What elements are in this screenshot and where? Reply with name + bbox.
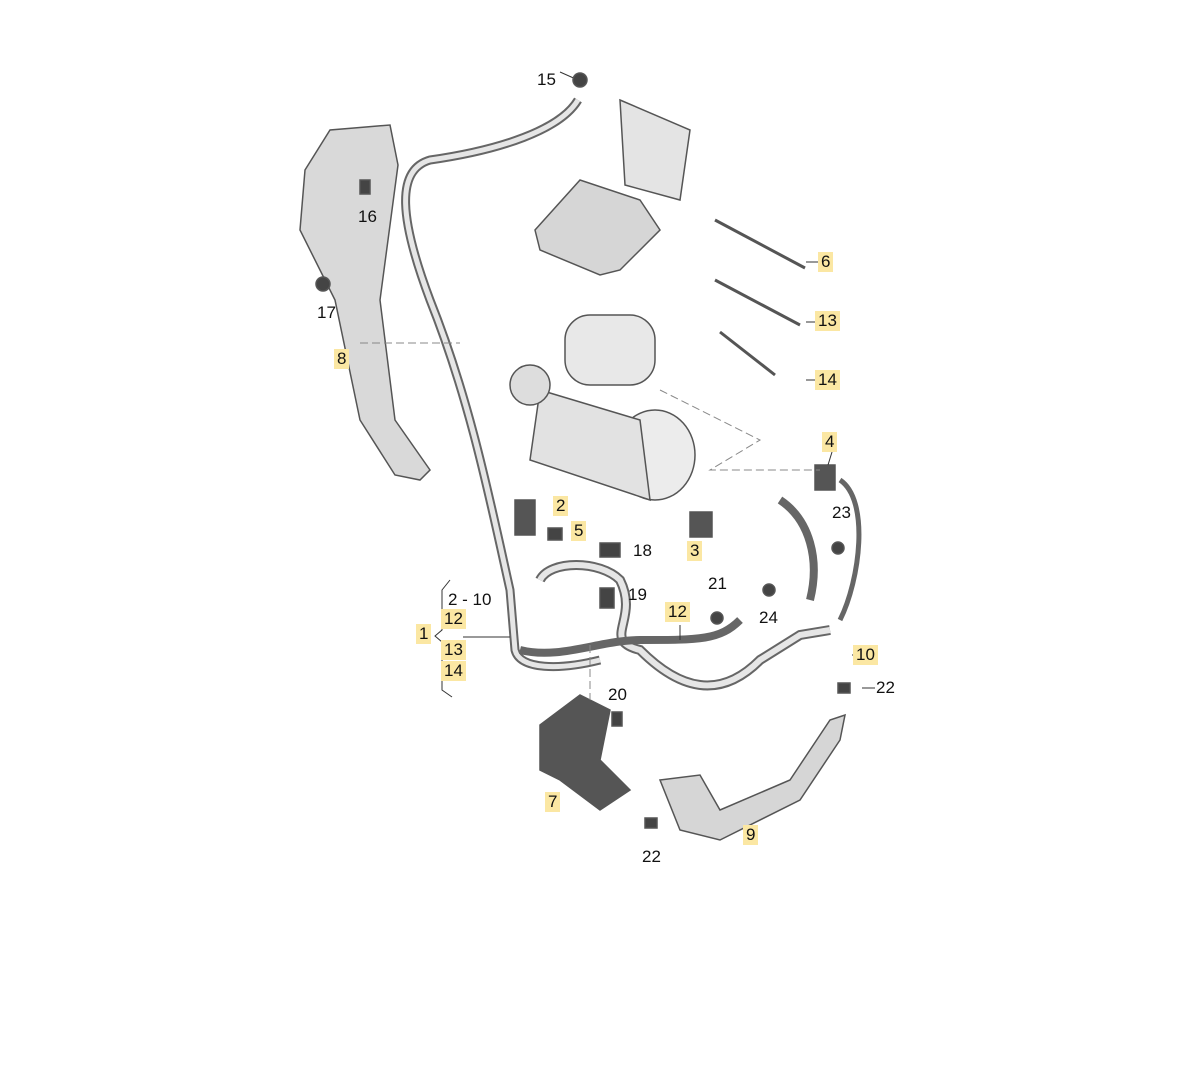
callout-22: 22 (876, 678, 895, 697)
nut-23 (831, 541, 845, 555)
nut-21 (710, 611, 724, 625)
cable-tie-6 (714, 218, 806, 270)
cable-tie-13 (714, 278, 801, 327)
bolt-22 (644, 817, 658, 829)
connector-4 (814, 464, 836, 491)
bolt-22b (837, 682, 851, 694)
callout-8: 8 (334, 349, 350, 369)
battery-tray-back (619, 98, 691, 201)
callout-18: 18 (633, 541, 652, 560)
bracket-part-8 (299, 124, 431, 481)
bolt-16 (359, 179, 371, 195)
battery-tray (534, 179, 661, 276)
callout-20: 20 (608, 685, 627, 704)
callout-22-lower: 22 (642, 847, 661, 866)
bracket-part-9 (658, 713, 846, 841)
callout-14: 14 (815, 370, 840, 390)
callout-2: 2 (553, 496, 569, 516)
callout-16: 16 (358, 207, 377, 226)
callout-7: 7 (545, 792, 561, 812)
callout-13-sub: 13 (441, 640, 466, 660)
callout-15: 15 (537, 70, 556, 89)
callout-17: 17 (317, 303, 336, 322)
callout-3: 3 (687, 541, 703, 561)
battery-cable (401, 97, 602, 671)
connector-3 (689, 511, 713, 538)
callout-12-sub: 12 (441, 609, 466, 629)
callout-19: 19 (628, 585, 647, 604)
clip-18 (599, 542, 621, 558)
callout-14-sub: 14 (441, 661, 466, 681)
bolt-20 (611, 711, 623, 727)
clip-5 (547, 527, 563, 541)
connector-2 (514, 499, 536, 536)
callout-21: 21 (708, 574, 727, 593)
callout-4: 4 (822, 432, 838, 452)
callout-23: 23 (832, 503, 851, 522)
callout-12: 12 (665, 602, 690, 622)
callout-13: 13 (815, 311, 840, 331)
callout-10: 10 (853, 645, 878, 665)
callout-6: 6 (818, 252, 834, 272)
nut-24 (762, 583, 776, 597)
callout-2-10: 2 - 10 (448, 590, 492, 609)
callout-1: 1 (416, 624, 432, 644)
callout-9: 9 (743, 825, 759, 845)
nut-15 (572, 72, 588, 88)
callout-5: 5 (571, 521, 587, 541)
grommet-19 (599, 587, 615, 609)
cable-tie-14 (719, 330, 776, 377)
nut-17 (315, 276, 331, 292)
callout-24: 24 (759, 608, 778, 627)
